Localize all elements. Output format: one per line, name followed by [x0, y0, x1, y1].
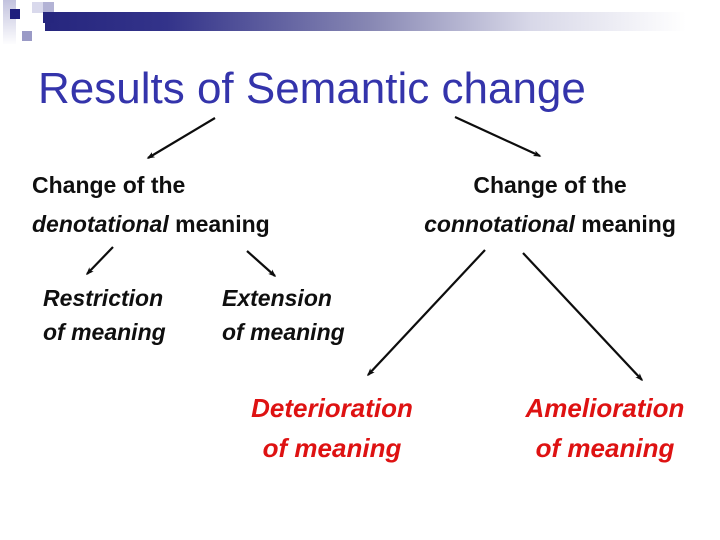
node-connotational-line2: connotational meaning	[385, 205, 715, 244]
decor-square-medium	[43, 2, 54, 13]
node-extension-line2: of meaning	[222, 319, 345, 345]
denotational-rest: meaning	[168, 211, 270, 237]
node-restriction-line2: of meaning	[43, 319, 166, 345]
decor-square-purple	[22, 31, 32, 41]
node-denotational-line2: denotational meaning	[32, 205, 270, 244]
node-denotational-line1: Change of the	[32, 172, 186, 198]
node-deterioration: Deterioration of meaning	[232, 388, 432, 468]
decor-square-navy-2	[43, 12, 54, 23]
node-denotational: Change of the denotational meaning	[32, 166, 270, 244]
arrow-connotational-to-amelioration	[522, 252, 644, 382]
slide-title: Results of Semantic change	[38, 64, 586, 113]
node-amelioration-line2: of meaning	[535, 433, 675, 463]
decor-square-light	[32, 2, 43, 13]
arrow-connotational-to-deterioration	[366, 249, 486, 377]
node-amelioration: Amelioration of meaning	[505, 388, 705, 468]
node-restriction-line1: Restriction	[43, 285, 164, 311]
arrow-denotational-to-extension	[246, 250, 277, 277]
node-restriction: Restriction of meaning	[43, 281, 166, 349]
node-amelioration-line1: Amelioration	[525, 393, 685, 423]
arrow-title-to-connotational	[454, 116, 542, 157]
node-extension: Extension of meaning	[222, 281, 345, 349]
arrow-denotational-to-restriction	[85, 246, 114, 276]
node-deterioration-line1: Deterioration	[251, 393, 413, 423]
node-connotational-line1: Change of the	[473, 172, 627, 198]
decor-gradient-bar	[45, 12, 720, 31]
arrow-title-to-denotational	[146, 117, 216, 159]
node-extension-line1: Extension	[222, 285, 332, 311]
node-deterioration-line2: of meaning	[262, 433, 402, 463]
decor-square-navy	[10, 9, 20, 19]
denotational-emphasis: denotational	[32, 211, 169, 237]
node-connotational: Change of the connotational meaning	[385, 166, 715, 244]
connotational-rest: meaning	[574, 211, 676, 237]
connotational-emphasis: connotational	[424, 211, 575, 237]
